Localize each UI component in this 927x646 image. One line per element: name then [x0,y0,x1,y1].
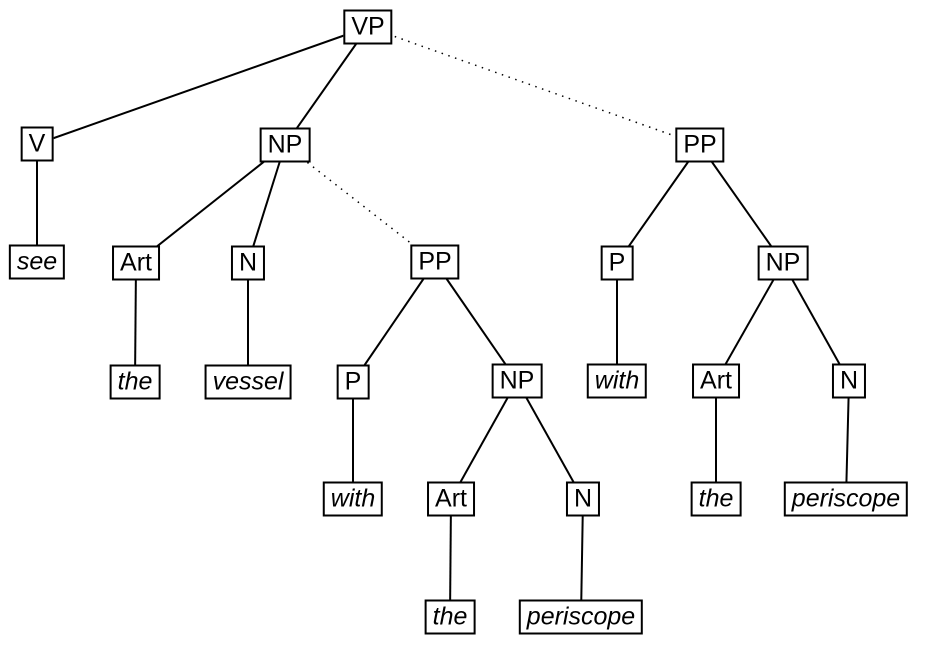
edge-vp-np1 [284,26,369,146]
node-np-mid: NP [491,363,543,399]
edge-art1-the1 [134,262,137,383]
node-art-object: Art [112,245,160,281]
node-n-object: N [230,245,266,281]
edge-art_mid-the_mid [449,498,452,618]
node-vp: VP [343,9,393,45]
leaf-periscope-right: periscope [783,481,909,517]
node-art-mid: Art [427,481,475,517]
leaf-see: see [8,244,66,280]
node-n-mid: N [565,481,601,517]
edge-np1-art1 [135,144,286,264]
node-np-object: NP [259,127,311,163]
node-n-right: N [831,363,867,399]
node-pp-right: PP [675,127,725,163]
node-v: V [20,126,54,162]
edge-np_right-art_right [715,262,784,382]
edge-vp-v [36,26,369,145]
leaf-the-object: the [109,364,161,400]
leaf-periscope-mid: periscope [518,599,644,635]
edge-pp_mid-np_mid [434,261,518,382]
edge-pp_right-p_right [616,144,701,264]
edge-np_right-n_right [782,262,850,382]
node-p-mid: P [336,364,370,400]
leaf-the-right: the [690,481,742,517]
edge-vp-pp_right-alternative [367,26,701,146]
edge-n_mid-periscope_mid [580,498,584,618]
edge-pp_mid-p_mid [352,261,436,383]
edge-np_mid-n_mid [516,380,584,500]
node-pp-mid: PP [410,244,460,280]
node-p-right: P [600,245,634,281]
leaf-vessel: vessel [204,364,292,400]
edge-np1-n1 [247,144,286,264]
node-art-right: Art [692,363,740,399]
edge-n_right-periscope_right [845,380,850,500]
node-np-right: NP [757,245,809,281]
leaf-the-mid: the [424,599,476,635]
edge-pp_right-np_right [699,144,784,264]
edge-np_mid-art_mid [450,380,518,500]
leaf-with-right: with [586,363,648,399]
leaf-with-mid: with [322,481,384,517]
